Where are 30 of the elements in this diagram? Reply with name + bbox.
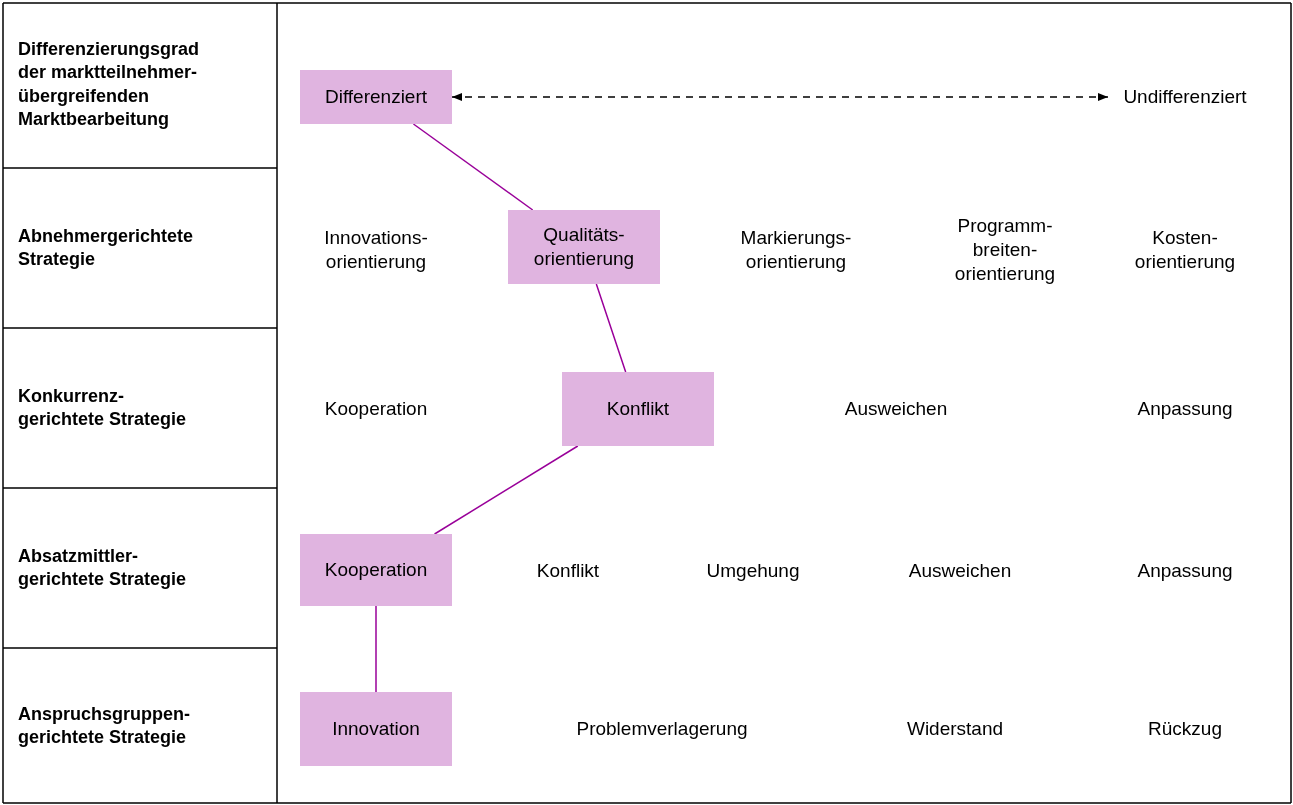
highlighted-option: Differenziert [300,70,452,124]
option-text: Konflikt [536,559,600,583]
row-heading: Konkurrenz- gerichtete Strategie [18,384,188,431]
connector-line [433,445,579,535]
option-text: Ausweichen [844,397,948,421]
row-heading: Anspruchsgruppen- gerichtete Strategie [18,702,191,749]
highlighted-option: Innovation [300,692,452,766]
option-text: Widerstand [906,717,1004,741]
row-heading: Abnehmergerichtete Strategie [18,224,195,271]
option-text: Undifferenziert [1108,80,1262,114]
connector-line [595,283,627,373]
double-arrow [451,93,1109,101]
connector-line [412,123,534,211]
option-text: Ausweichen [908,559,1012,583]
option-text: Programm- breiten- orientierung [954,214,1056,286]
highlighted-option: Kooperation [300,534,452,606]
option-text: Rückzug [1148,717,1222,741]
option-text: Kosten- orientierung [1134,226,1236,274]
option-text: Umgehung [706,559,800,583]
row-heading: Differenzierungsgrad der marktteilnehmer- übergreifenden Marktbearbeitung [18,38,201,132]
row-heading: Absatzmittler- gerichtete Strategie [18,544,188,591]
option-text: Anpassung [1137,397,1233,421]
option-text: Markierungs- orientierung [740,226,852,274]
option-text: Problemverlagerung [576,717,748,741]
highlighted-option: Qualitäts- orientierung [508,210,660,284]
connector-line [375,605,377,693]
option-text: Kooperation [324,397,428,421]
highlighted-option: Konflikt [562,372,714,446]
option-text: Anpassung [1137,559,1233,583]
option-text: Innovations- orientierung [324,226,428,274]
